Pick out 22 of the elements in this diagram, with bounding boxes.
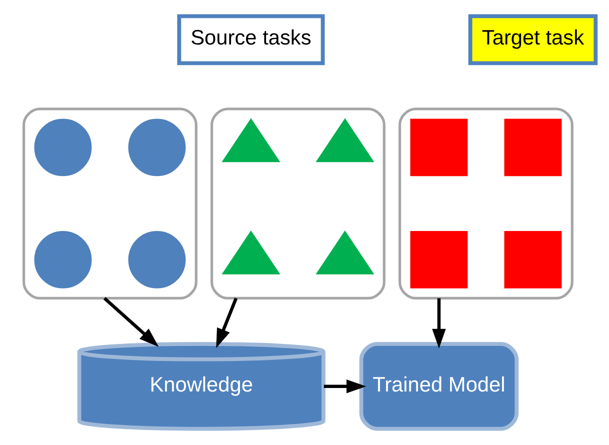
arrow — [324, 379, 366, 394]
node-triangle — [222, 230, 280, 274]
node-box — [504, 118, 562, 176]
cluster — [398, 108, 574, 300]
node-box: Source tasks — [177, 14, 325, 66]
cluster — [210, 108, 386, 300]
arrow — [103, 297, 159, 347]
node-circle — [128, 230, 186, 288]
cluster — [22, 108, 198, 300]
node-circle — [128, 118, 186, 176]
node-circle — [34, 230, 92, 288]
node-circle — [34, 118, 92, 176]
node-box — [410, 118, 468, 176]
node-box: Target task — [468, 14, 598, 66]
node-box — [410, 230, 468, 288]
node-triangle — [316, 118, 374, 162]
node-box: Trained Model — [359, 342, 519, 431]
node-triangle — [316, 230, 374, 274]
arrow — [432, 298, 446, 348]
node-triangle — [222, 118, 280, 162]
arrow — [216, 298, 238, 348]
node-box — [504, 230, 562, 288]
